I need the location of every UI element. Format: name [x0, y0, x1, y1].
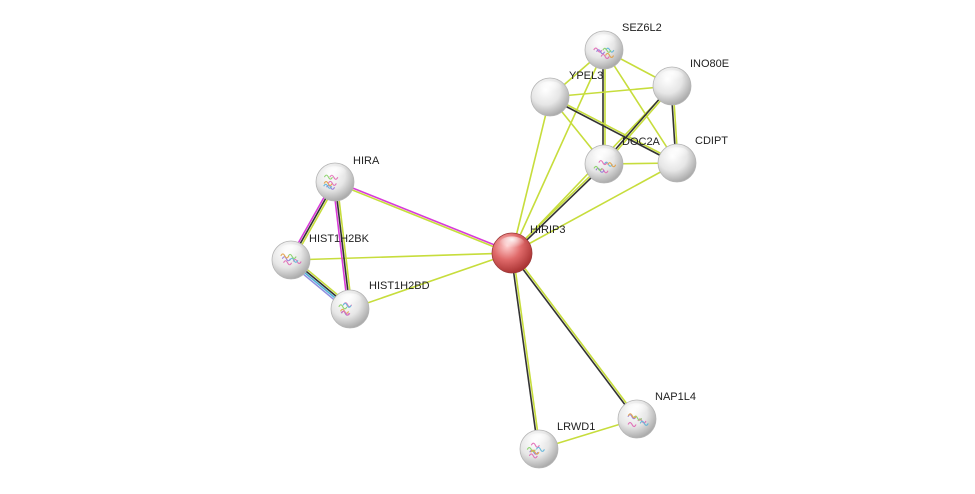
node-highlight — [624, 403, 650, 418]
node-hirip3[interactable] — [491, 232, 533, 274]
edge-evidence-textmining — [512, 252, 541, 449]
node-label-sez6l2: SEZ6L2 — [622, 22, 662, 34]
node-label-ino80e: INO80E — [690, 58, 729, 70]
edge-evidence-textmining — [603, 49, 678, 164]
edge-evidence-coexpression — [512, 164, 606, 255]
node-highlight — [591, 148, 617, 163]
node-nap1l4[interactable] — [617, 399, 657, 439]
node-label-hist1h2bd: HIST1H2BD — [369, 280, 430, 292]
node-label-ypel3: YPEL3 — [569, 70, 603, 82]
edge-evidence-textmining — [512, 251, 639, 419]
node-highlight — [659, 70, 685, 85]
edge-HIRIP3-HIRA[interactable] — [334, 180, 513, 255]
node-hira[interactable] — [315, 162, 355, 202]
node-highlight — [537, 81, 563, 96]
edge-evidence-textmining — [511, 162, 678, 254]
edge-evidence-textmining — [290, 252, 513, 261]
node-label-hist1h2bk: HIST1H2BK — [309, 233, 370, 245]
edge-evidence-textmining — [549, 85, 673, 98]
node-highlight — [337, 293, 363, 308]
edge-HIRA-HIST1H2BD[interactable] — [332, 181, 353, 310]
node-label-doc2a: DOC2A — [622, 136, 661, 148]
edge-evidence-coexpression — [549, 97, 677, 165]
node-highlight — [526, 433, 552, 448]
edge-HIRIP3-NAP1L4[interactable] — [510, 251, 639, 421]
node-sez6l2[interactable] — [584, 30, 624, 70]
node-label-nap1l4: NAP1L4 — [655, 391, 696, 403]
node-ino80e[interactable] — [652, 66, 692, 106]
edge-SEZ6L2-CDIPT[interactable] — [603, 49, 678, 164]
node-label-cdipt: CDIPT — [695, 135, 728, 147]
edge-evidence-textmining — [336, 181, 353, 309]
edge-HIRIP3-HIST1H2BD[interactable] — [349, 252, 513, 310]
edge-HIRIP3-HIST1H2BK[interactable] — [290, 252, 513, 261]
protein-structure-icon — [593, 47, 615, 60]
edge-evidence-experiments — [332, 182, 349, 310]
edge-YPEL3-CDIPT[interactable] — [549, 95, 678, 165]
node-label-lrwd1: LRWD1 — [557, 421, 595, 433]
edge-evidence-coexpression — [510, 253, 539, 450]
edge-evidence-textmining — [349, 252, 513, 310]
node-lrwd1[interactable] — [519, 429, 559, 469]
edge-YPEL3-INO80E[interactable] — [549, 85, 673, 98]
node-hist1h2bd[interactable] — [330, 289, 370, 329]
node-highlight — [591, 34, 617, 49]
edge-evidence-coexpression — [510, 253, 637, 421]
edges-layer — [288, 49, 679, 450]
edge-HIRIP3-SEZ6L2[interactable] — [511, 49, 605, 254]
edge-evidence-experiments — [335, 180, 513, 253]
edge-evidence-textmining — [511, 49, 605, 254]
edge-evidence-coexpression — [334, 181, 351, 310]
node-ypel3[interactable] — [530, 77, 570, 117]
node-hist1h2bk[interactable] — [271, 240, 311, 280]
node-cdipt[interactable] — [657, 143, 697, 183]
node-highlight — [278, 244, 304, 259]
node-label-hirip3: HIRIP3 — [530, 224, 565, 236]
node-highlight — [499, 236, 525, 252]
node-highlight — [322, 166, 348, 181]
edge-HIRIP3-CDIPT[interactable] — [511, 162, 678, 254]
edge-evidence-textmining — [511, 96, 551, 254]
nodes-layer — [271, 30, 697, 469]
edge-HIRIP3-YPEL3[interactable] — [511, 96, 551, 254]
node-highlight — [664, 147, 690, 162]
edge-evidence-textmining — [550, 95, 678, 163]
edge-evidence-textmining — [334, 182, 512, 255]
node-doc2a[interactable] — [584, 144, 624, 184]
node-label-hira: HIRA — [353, 155, 380, 167]
edge-HIRIP3-LRWD1[interactable] — [510, 252, 541, 450]
